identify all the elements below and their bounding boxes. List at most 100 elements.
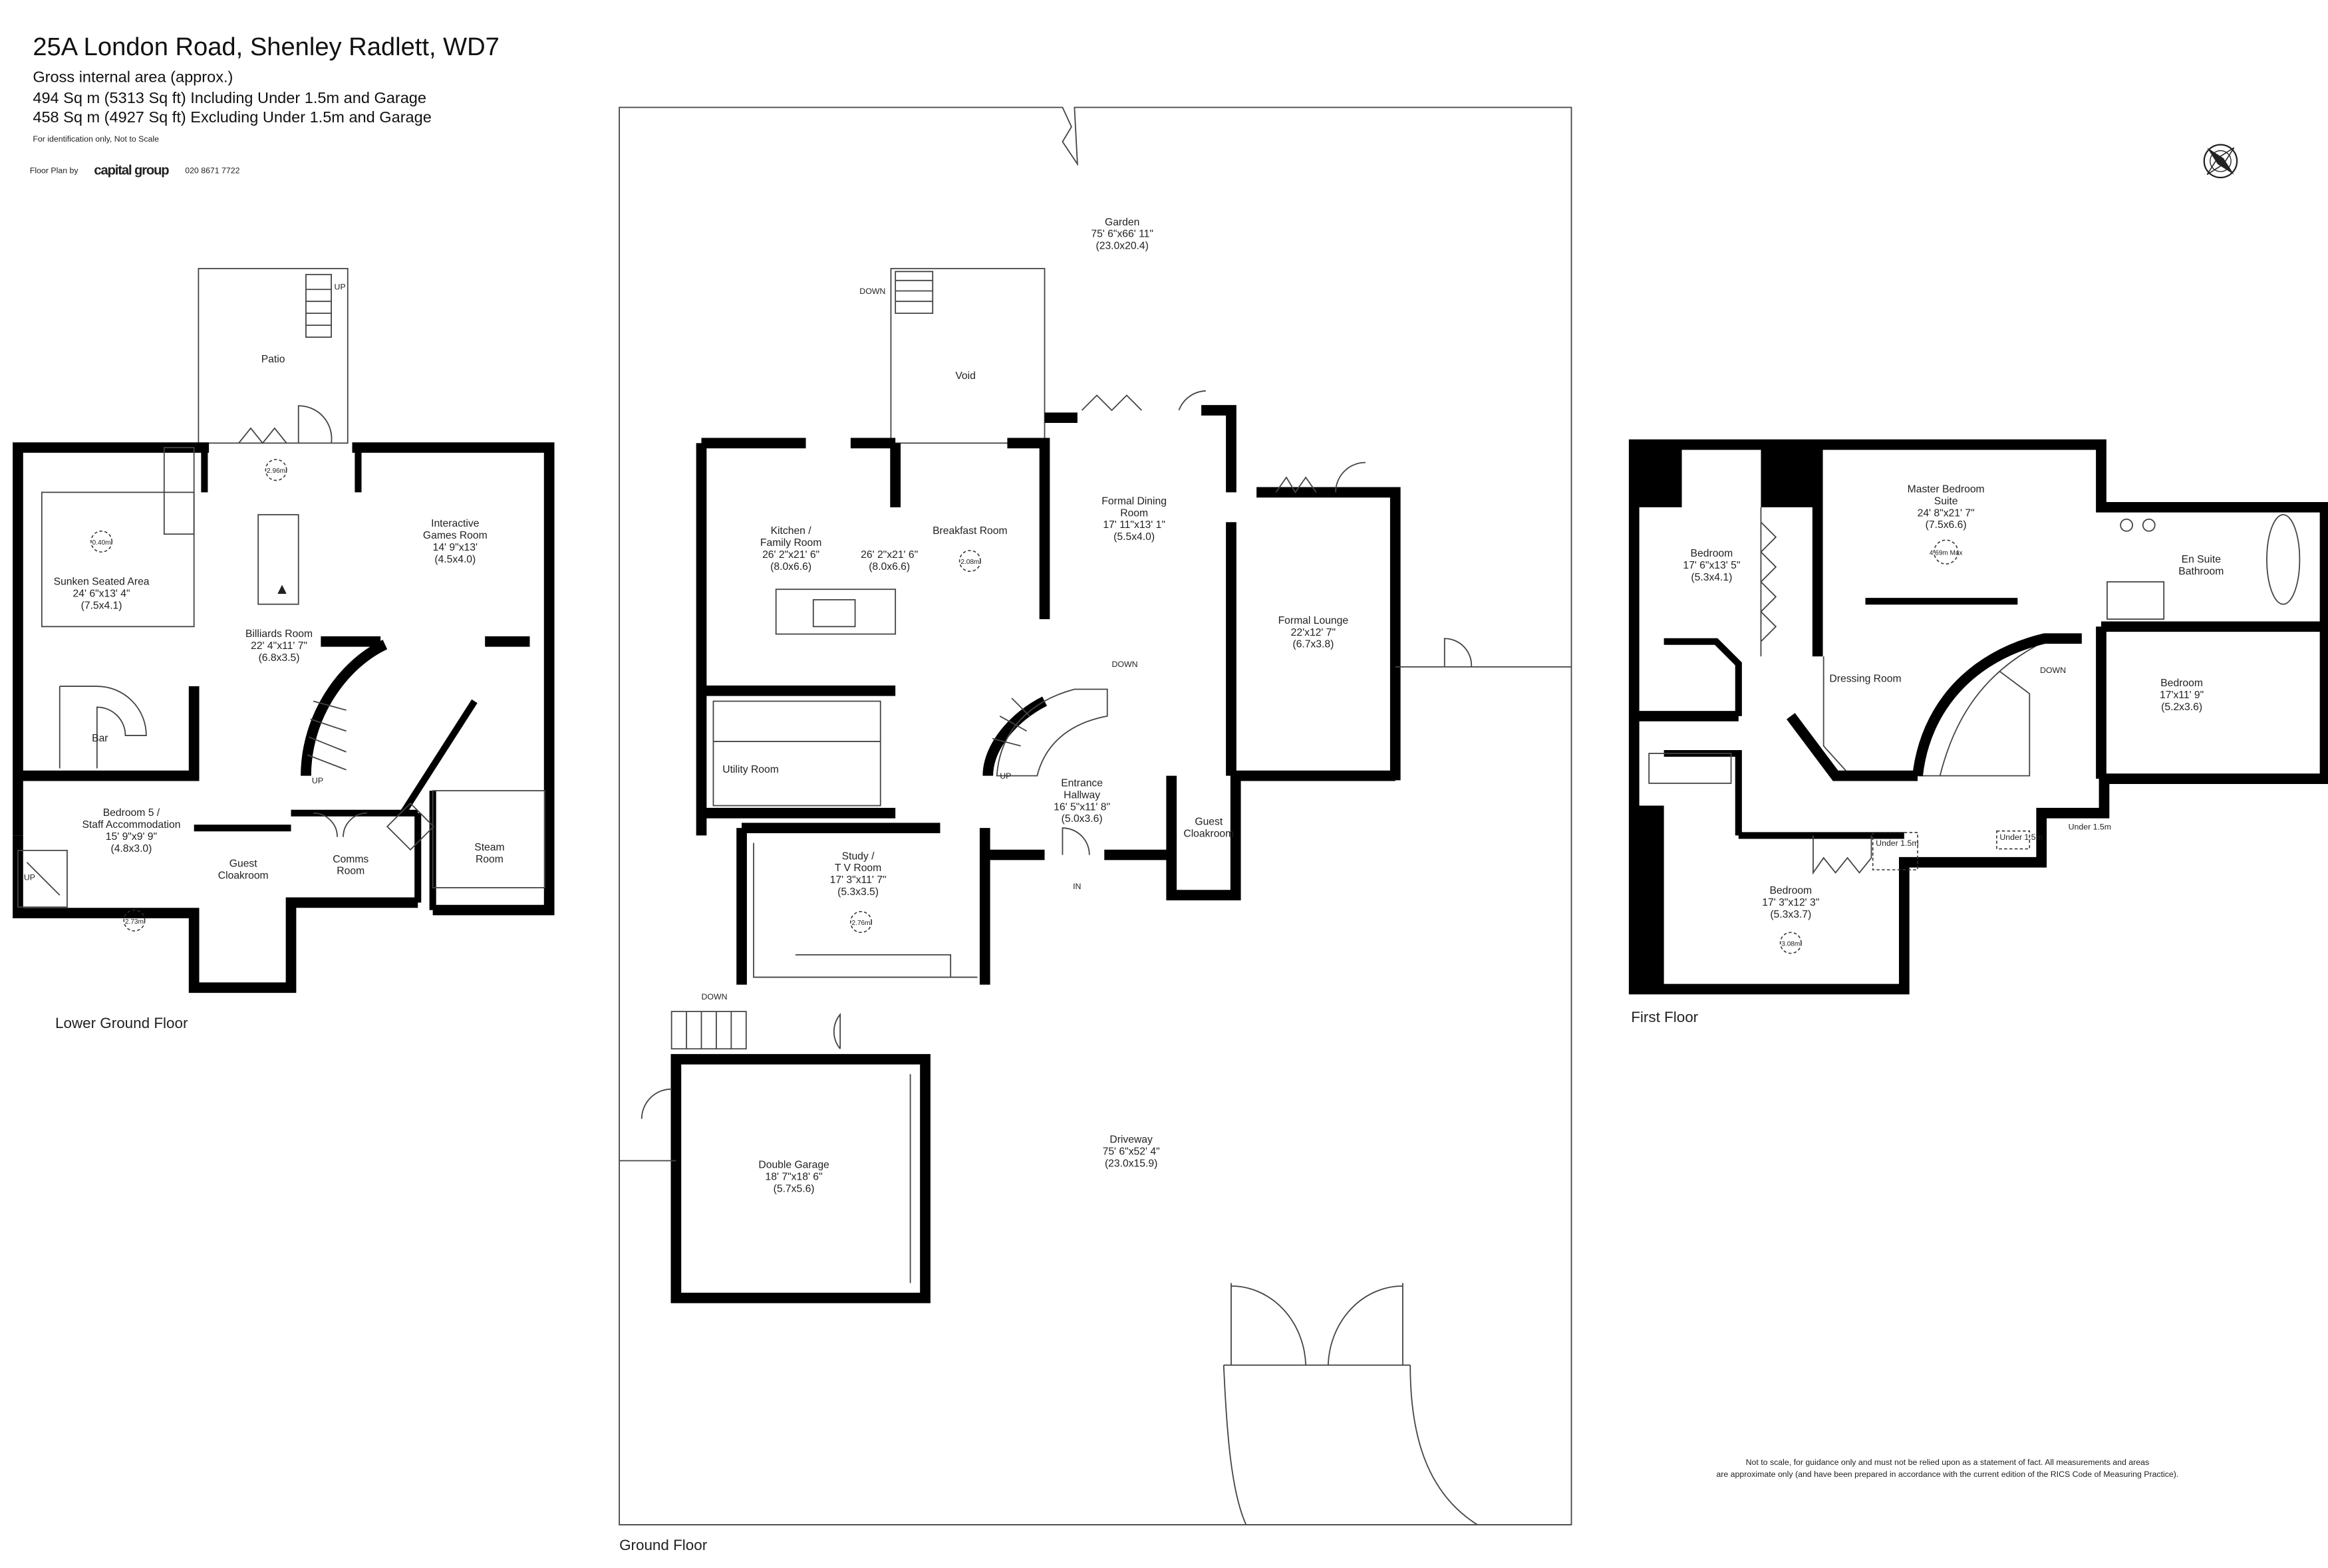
room-dimension: (6.7x3.8) [1292,639,1334,650]
room-dimension: Suite [1934,495,1958,507]
ground-floor-plan [619,106,1572,1525]
marker-lg-patio-up: UP [335,282,346,291]
room-dimension: 26' 2"x21' 6" [762,549,819,561]
room-dimension: (7.5x4.1) [81,600,122,611]
ceiling-height-master: 4.69m Max [1930,550,1963,557]
room-label-patio: Patio [261,354,285,365]
room-label-void: Void [955,370,976,382]
room-name: Billiards Room [245,628,313,640]
marker-f-under-3: Under 1.5m [2069,822,2111,831]
room-name: Bedroom [1769,885,1812,896]
room-name: Master Bedroom [1908,483,1985,495]
room-name: Dressing Room [1829,673,1901,684]
room-dimension: (4.8x3.0) [110,843,152,854]
ceiling-height-bed4: 3.08m [1781,940,1800,948]
phone-number: 020 8671 7722 [185,166,239,175]
area-excluding: 458 Sq m (4927 Sq ft) Excluding Under 1.… [33,108,431,126]
marker-lg-ext-up: UP [24,873,35,882]
room-dimension: (5.3x3.5) [837,886,879,898]
room-dimension: (6.8x3.5) [259,652,300,664]
room-dimension: Games Room [423,530,488,541]
room-name: Kitchen / [771,525,812,537]
room-dimension: Bathroom [2178,566,2224,577]
header: 25A London Road, Shenley Radlett, WD7 Gr… [30,33,500,178]
room-name: Void [955,370,976,382]
room-dimension: (23.0x20.4) [1096,241,1149,252]
room-dimension: (5.5x4.0) [1113,531,1155,543]
marker-g-stair-up: UP [1000,771,1011,781]
room-name: Guest [1195,817,1223,828]
room-dimension: 17'x11' 9" [2160,690,2204,701]
lower-ground-floor-plan [13,267,555,993]
room-dimension: 14' 9"x13' [433,542,478,553]
room-dimension: 24' 8"x21' 7" [1918,507,1975,519]
room-dimension: (5.3x3.7) [1770,909,1811,920]
room-dimension: 24' 6"x13' 4" [73,588,130,599]
room-dimension: Room [476,854,504,865]
property-address-title: 25A London Road, Shenley Radlett, WD7 [33,33,500,61]
ceiling-height-study: 2.76m [852,920,871,927]
room-dimension: Cloakroom [1183,829,1234,840]
room-dimension: Staff Accommodation [82,819,180,831]
ceiling-height-billiards: 2.96m [267,467,285,475]
room-name: Bedroom 5 / [103,807,160,819]
room-label-breakfast: Breakfast Room [933,525,1007,537]
room-name: Bedroom [1691,548,1733,559]
room-dimension: Cloakroom [218,870,269,881]
room-dimension: (8.0x6.6) [869,561,910,573]
ceiling-height-sunken: 0.40m [92,539,111,547]
room-dimension: 16' 5"x11' 8" [1054,801,1110,813]
room-dimension: 18' 7"x18' 6" [766,1172,823,1183]
room-label-utility: Utility Room [722,764,779,775]
disclaimer-line-2: are approximate only (and have been prep… [1716,1470,2178,1479]
room-label-bar: Bar [92,733,108,744]
room-name: Entrance [1061,777,1103,789]
marker-g-entrance-in: IN [1073,882,1081,891]
room-name: Utility Room [722,764,779,775]
marker-f-under-1: Under 1.5m [1876,839,1918,848]
room-dimension: Hallway [1064,789,1100,801]
identification-note: For identification only, Not to Scale [33,134,159,144]
marker-f-stair-down: DOWN [2040,666,2066,675]
room-dimension: (5.7x5.6) [774,1184,815,1195]
floor-label-first: First Floor [1631,1009,1698,1025]
room-dimension: 17' 3"x12' 3" [1762,897,1819,908]
room-name: Guest [229,858,257,870]
room-dimension: 17' 3"x11' 7" [830,874,887,886]
room-name: Study / [842,850,875,862]
room-dimension: (7.5x6.6) [1926,519,1967,531]
room-name: Breakfast Room [933,525,1007,537]
area-including: 494 Sq m (5313 Sq ft) Including Under 1.… [33,89,426,106]
room-dimension: 22' 4"x11' 7" [251,640,307,652]
disclaimer-line-1: Not to scale, for guidance only and must… [1746,1458,2149,1467]
room-name: Bedroom [2160,678,2203,689]
room-dimension: (4.5x4.0) [434,554,476,565]
room-dimension: 22'x12' 7" [1291,627,1336,638]
room-dimension: (5.3x4.1) [1691,572,1732,583]
room-dimension: (5.2x3.6) [2161,702,2202,713]
room-dimension: 17' 11"x13' 1" [1103,519,1165,531]
room-dimension: Room [337,866,364,877]
room-name: Interactive [431,518,480,529]
room-name: Double Garage [758,1160,829,1171]
marker-g-void-down: DOWN [859,287,885,296]
marker-lg-stair-up: UP [312,776,323,785]
